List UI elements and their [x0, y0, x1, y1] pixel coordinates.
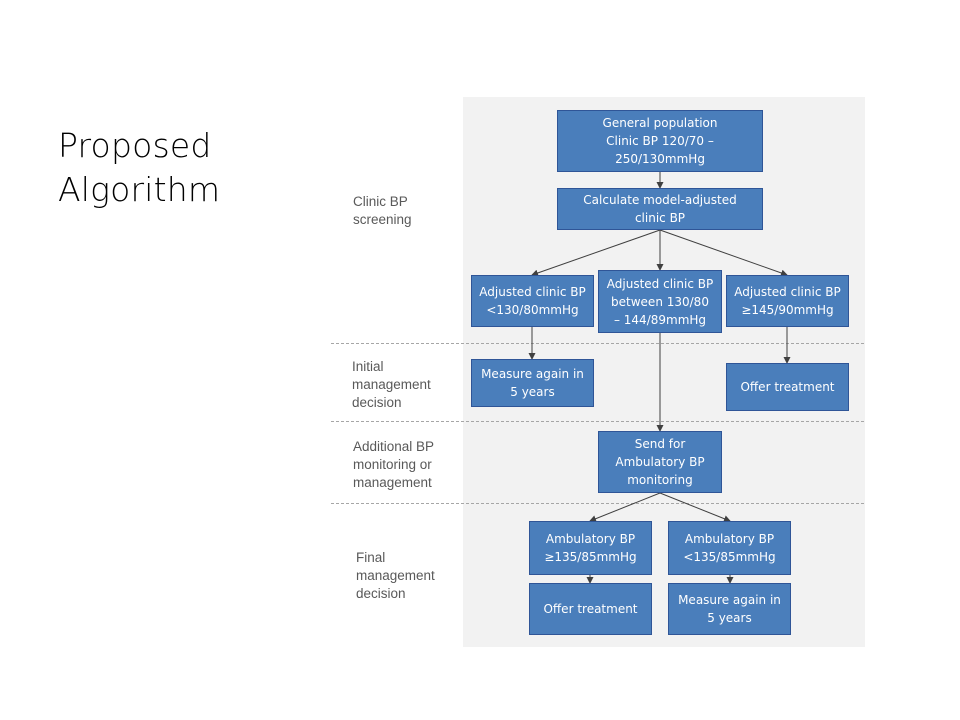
- slide-title-line-1: Proposed: [58, 126, 212, 165]
- box-adjusted-high: Adjusted clinic BP ≥145/90mmHg: [726, 275, 849, 327]
- arrow-calculate-to-high: [659, 229, 788, 277]
- box-send-ambulatory: Send for Ambulatory BP monitoring: [598, 431, 722, 493]
- box-calculate-adjusted: Calculate model-adjusted clinic BP: [557, 188, 763, 230]
- stage-label-screening: Clinic BP screening: [353, 194, 412, 227]
- box-offer-treatment-final: Offer treatment: [529, 583, 652, 635]
- stage-label-initial: Initial management decision: [352, 359, 431, 410]
- stage-divider-1: [331, 343, 864, 344]
- box-measure-again-initial: Measure again in 5 years: [471, 359, 594, 407]
- slide-title-line-2: Algorithm: [58, 170, 221, 209]
- stage-divider-2: [331, 421, 864, 422]
- box-adjusted-low: Adjusted clinic BP <130/80mmHg: [471, 275, 594, 327]
- stage-label-final: Final management decision: [356, 550, 435, 601]
- stage-divider-3: [331, 503, 864, 504]
- arrow-calculate-to-low: [531, 229, 661, 277]
- box-adjusted-mid: Adjusted clinic BP between 130/80 – 144/…: [598, 270, 722, 333]
- box-measure-again-final: Measure again in 5 years: [668, 583, 791, 635]
- box-general-population: General population Clinic BP 120/70 – 25…: [557, 110, 763, 172]
- arrow-ambulatory-to-high: [589, 492, 661, 523]
- stage-label-additional: Additional BP monitoring or management: [353, 439, 435, 490]
- box-ambulatory-high: Ambulatory BP ≥135/85mmHg: [529, 521, 652, 575]
- box-offer-treatment-initial: Offer treatment: [726, 363, 849, 411]
- box-ambulatory-low: Ambulatory BP <135/85mmHg: [668, 521, 791, 575]
- slide-title: Proposed Algorithm: [58, 124, 318, 212]
- arrow-ambulatory-to-low: [659, 492, 731, 523]
